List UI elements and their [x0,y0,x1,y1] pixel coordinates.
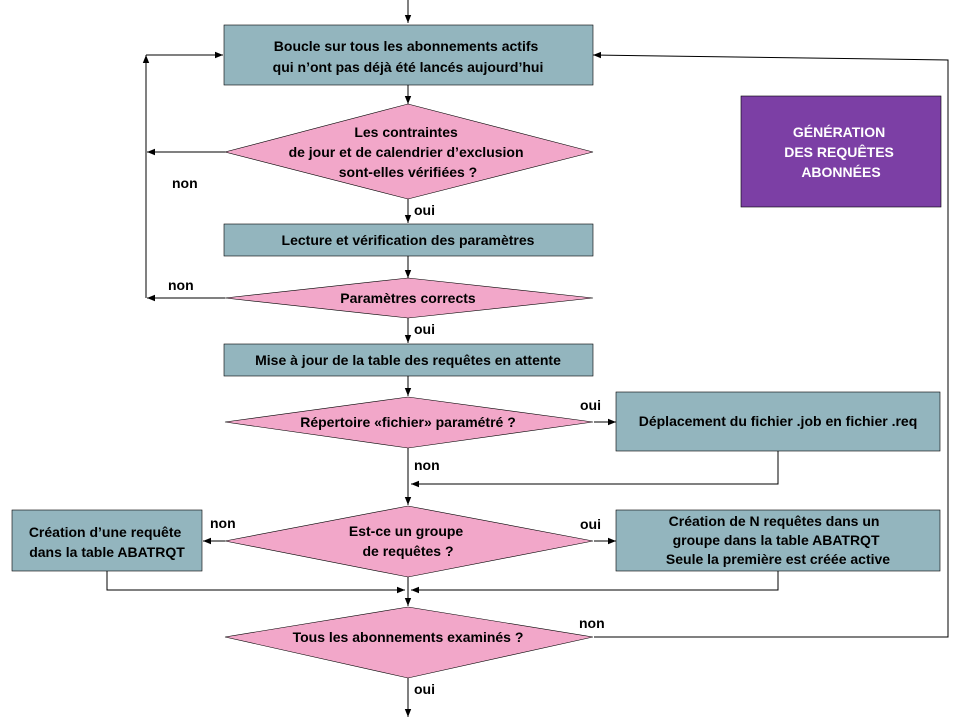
decision-is-group-text: Est-ce un groupe de requêtes ? [349,523,467,559]
decision-is-group-line-2: de requêtes ? [362,543,453,559]
process-create-n-line-2: groupe dans la table ABATRQT [673,532,880,548]
title-line-1: GÉNÉRATION [793,124,885,140]
decision-constraints-line-3: sont-elles vérifiées ? [339,164,478,180]
edge-labels: non oui non oui oui non non oui non oui [168,175,605,697]
title-line-3: ABONNÉES [801,164,880,180]
decision-constraints-text: Les contraintes de jour et de calendrier… [289,124,528,180]
process-loop-line-2: qui n’ont pas déjà été lancés aujourd’hu… [273,59,544,75]
process-create-one-line-2: dans la table ABATRQT [29,544,185,560]
process-create-n-line-3: Seule la première est créée active [666,551,890,567]
process-create-n: Création de N requêtes dans un groupe da… [615,509,941,572]
decision-constraints-line-1: Les contraintes [354,124,458,140]
label-dir-no: non [414,457,440,473]
decision-is-group: Est-ce un groupe de requêtes ? [224,505,594,578]
decision-constraints: Les contraintes de jour et de calendrier… [223,103,594,200]
label-group-yes: oui [580,516,601,532]
decision-is-group-line-1: Est-ce un groupe [349,523,464,539]
edge-move-return [411,451,779,488]
decision-params-ok: Paramètres corrects [224,277,594,319]
connectors [106,0,949,717]
decision-all-examined: Tous les abonnements examinés ? [224,606,594,679]
process-move-file-text: Déplacement du fichier .job en fichier .… [639,413,918,429]
decision-constraints-line-2: de jour et de calendrier d’exclusion [289,144,524,160]
process-create-n-box [615,509,941,572]
process-move-file: Déplacement du fichier .job en fichier .… [615,391,941,452]
process-update-table-box [223,343,594,377]
label-params-yes: oui [414,321,435,337]
decision-dir-param-shape [224,396,594,449]
process-create-one: Création d’une requête dans la table ABA… [11,509,203,572]
decision-all-examined-text: Tous les abonnements examinés ? [293,629,524,645]
process-read-params-text: Lecture et vérification des paramètres [282,232,535,248]
process-loop-line-1: Boucle sur tous les abonnements actifs [274,38,539,54]
process-read-params: Lecture et vérification des paramètres [223,223,594,257]
process-loop-text: Boucle sur tous les abonnements actifs q… [273,38,544,75]
label-params-no: non [168,277,194,293]
process-loop: Boucle sur tous les abonnements actifs q… [223,24,594,86]
edge-create-n-return [411,571,779,594]
decision-all-examined-shape [224,606,594,679]
label-group-no: non [210,515,236,531]
process-update-table: Mise à jour de la table des requêtes en … [223,343,594,377]
decision-params-ok-text: Paramètres corrects [340,290,476,306]
decision-is-group-shape [224,505,594,578]
process-create-n-text: Création de N requêtes dans un groupe da… [666,513,890,567]
edge-create-one-return [106,571,405,594]
title-box-text: GÉNÉRATION DES REQUÊTES ABONNÉES [784,124,898,180]
process-update-table-text: Mise à jour de la table des requêtes en … [255,352,561,368]
decision-constraints-shape [223,103,594,200]
label-constraints-yes: oui [414,202,435,218]
process-create-one-text: Création d’une requête dans la table ABA… [29,524,185,560]
title-box: GÉNÉRATION DES REQUÊTES ABONNÉES [740,95,942,208]
label-all-yes: oui [414,681,435,697]
process-create-one-line-1: Création d’une requête [29,524,182,540]
decision-dir-param-text: Répertoire «fichier» paramétré ? [300,414,516,430]
label-all-no: non [579,615,605,631]
process-create-n-line-1: Création de N requêtes dans un [669,513,880,529]
process-move-file-box [615,391,941,452]
decision-params-ok-shape [224,277,594,319]
process-loop-box [223,24,594,86]
process-read-params-box [223,223,594,257]
label-dir-yes: oui [580,397,601,413]
decision-dir-param: Répertoire «fichier» paramétré ? [224,396,594,449]
title-line-2: DES REQUÊTES [784,143,894,160]
edge-right-loopback [592,51,949,638]
process-create-one-box [11,509,203,572]
title-box-bg [740,95,942,208]
label-constraints-no: non [172,175,198,191]
